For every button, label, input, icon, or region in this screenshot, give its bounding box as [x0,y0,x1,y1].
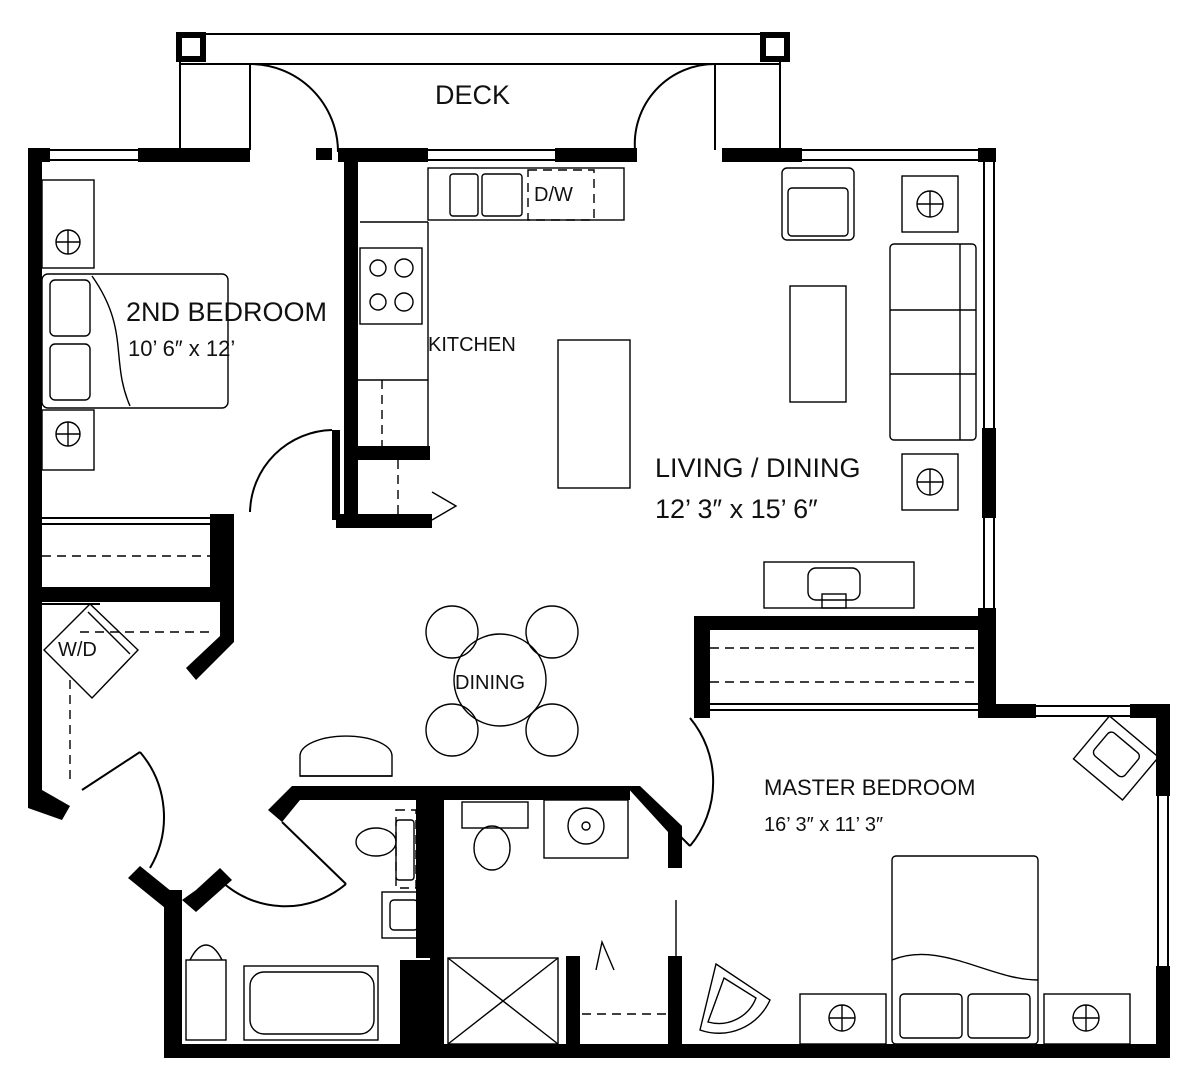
exterior-walls [28,148,1170,1058]
master-bedroom-label: MASTER BEDROOM [764,775,975,800]
room-labels: DECK D/W 2ND BEDROOM 10’ 6″ x 12’ KITCHE… [58,80,975,836]
second-bedroom-size: 10’ 6″ x 12’ [128,336,235,361]
master-bedroom-size: 16’ 3″ x 11’ 3″ [764,814,883,836]
deck-label: DECK [435,80,510,110]
deck [176,32,790,153]
living-dining-label: LIVING / DINING [655,453,861,483]
kitchen-label: KITCHEN [428,334,516,356]
interior-walls [28,148,980,1058]
living-dining-size: 12’ 3″ x 15’ 6″ [655,494,818,524]
second-bedroom-label: 2ND BEDROOM [126,297,327,327]
furniture [41,167,1160,1045]
dishwasher-label: D/W [534,184,573,206]
washer-dryer-label: W/D [58,639,97,661]
dining-label: DINING [455,672,525,694]
